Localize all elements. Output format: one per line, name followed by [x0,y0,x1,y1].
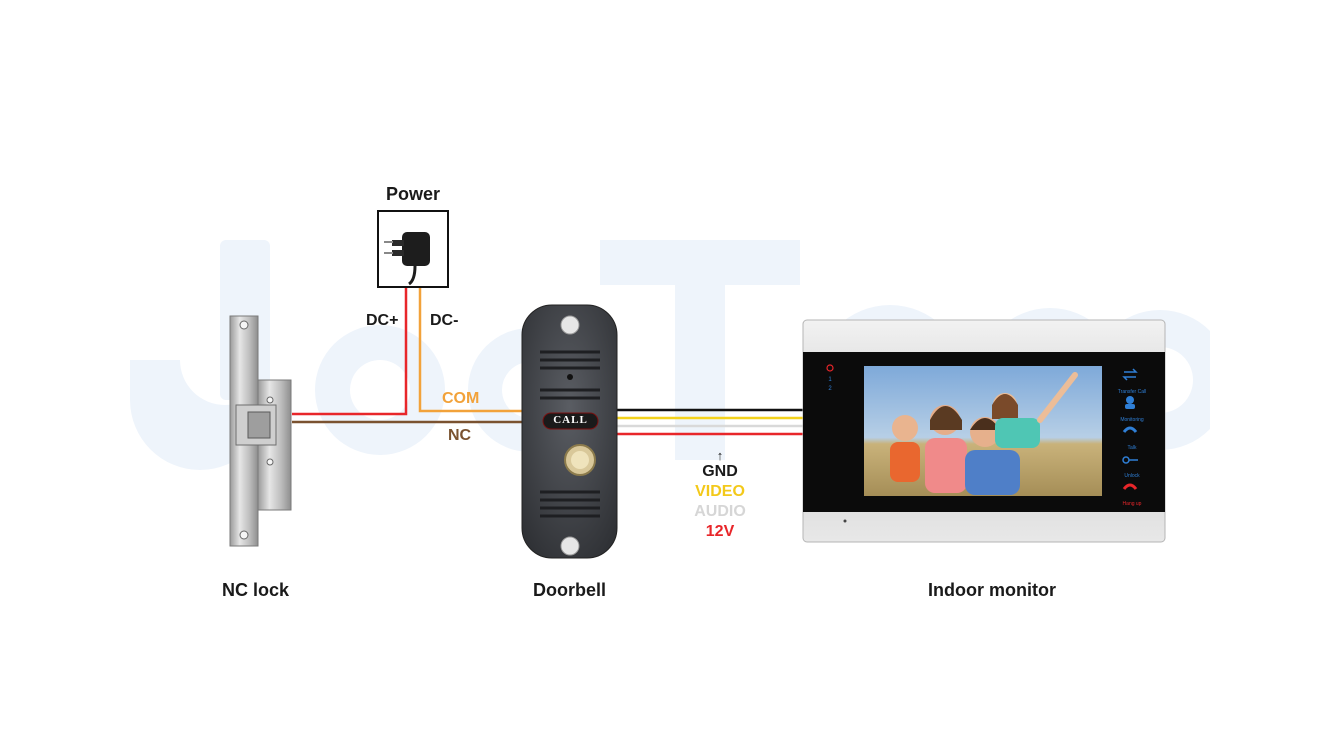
monitor-button-labels: Transfer Call Monitoring Talk Unlock Han… [1112,378,1152,518]
button-monitoring-label: Monitoring [1120,417,1144,423]
monitor-icons [1122,368,1138,490]
call-label: CALL [553,414,588,426]
nc-wire-label: NC [448,427,472,444]
power-wires [292,288,522,424]
svg-text:2: 2 [828,386,832,392]
button-unlock-label: Unlock [1124,473,1140,479]
wire-dc-plus [292,288,408,416]
legend-video: VIDEO [695,483,745,500]
doorbell-unit [521,304,618,559]
com-label: COM [442,390,480,407]
button-transfer-call-label: Transfer Call [1117,389,1147,395]
doorbell-label: Doorbell [533,580,607,600]
wire-legend: ↑ GND VIDEO AUDIO 12V [688,448,752,542]
svg-text:1: 1 [828,377,832,383]
nc-lock-label: NC lock [222,580,290,600]
signal-wires [615,408,803,436]
indoor-monitor-label: Indoor monitor [928,580,1056,600]
dc-plus-label: DC+ [366,312,399,329]
dc-minus-label: DC- [430,312,459,329]
wire-dc-minus [418,288,522,413]
power-label: Power [386,184,441,204]
legend-arrow: ↑ [716,448,724,463]
button-hang-up-label: Hang up [1122,501,1142,507]
family-photo [890,372,1078,495]
legend-12v: 12V [705,523,735,540]
indoor-monitor-unit: 1 2 [802,319,1166,543]
button-talk-label: Talk [1127,445,1137,451]
legend-audio: AUDIO [694,503,746,520]
nc-lock [229,315,292,547]
power-adapter [377,210,449,288]
legend-gnd: GND [702,463,738,480]
